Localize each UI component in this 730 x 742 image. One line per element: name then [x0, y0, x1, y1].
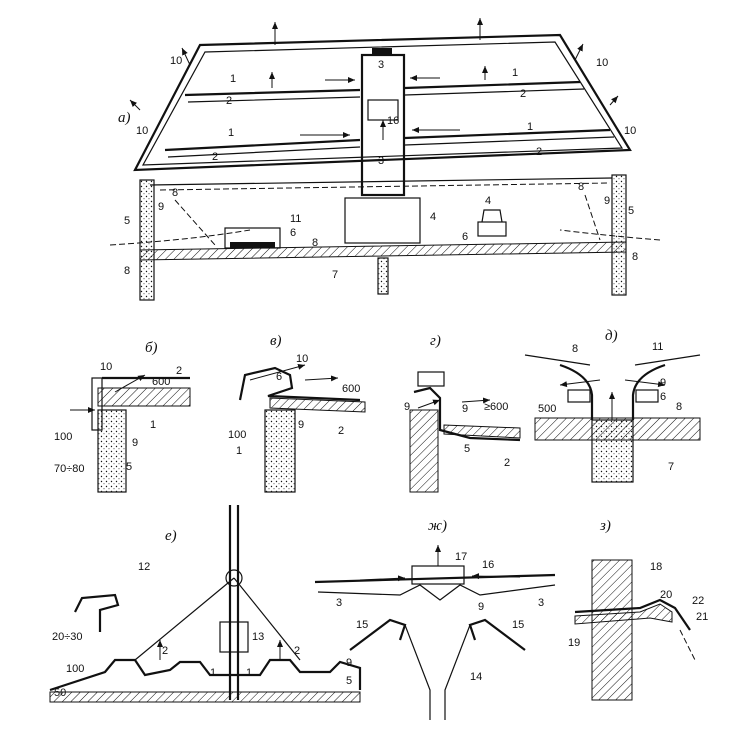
label-8: 8: [312, 237, 318, 249]
dim-100: 100: [228, 429, 246, 441]
label-15: 15: [356, 619, 368, 631]
label-16: 16: [482, 559, 494, 571]
label-1: 1: [527, 121, 533, 133]
label-12: 12: [138, 561, 150, 573]
label-21: 21: [696, 611, 708, 623]
label-8: 8: [172, 187, 178, 199]
panel-letter-a: а): [118, 110, 131, 126]
label-18: 18: [650, 561, 662, 573]
label-9: 9: [132, 437, 138, 449]
label-2: 2: [212, 151, 218, 163]
label-2: 2: [520, 88, 526, 100]
label-11: 11: [652, 341, 663, 353]
panel-letter-z: з): [599, 518, 611, 534]
dim-70-80: 70÷80: [54, 463, 85, 475]
label-17: 17: [455, 551, 467, 563]
dim-500: 500: [538, 403, 556, 415]
dim-600: 600: [152, 376, 170, 388]
label-8: 8: [572, 343, 578, 355]
label-6: 6: [462, 231, 468, 243]
label-7: 7: [668, 461, 674, 473]
label-1: 1: [210, 667, 216, 679]
label-8: 8: [676, 401, 682, 413]
label-8: 8: [124, 265, 130, 277]
label-2: 2: [176, 365, 182, 377]
label-10: 10: [596, 57, 608, 69]
label-9: 9: [604, 195, 610, 207]
label-3: 3: [336, 597, 342, 609]
label-19: 19: [568, 637, 580, 649]
label-15: 15: [512, 619, 524, 631]
label-5: 5: [346, 675, 352, 687]
label-9: 9: [158, 201, 164, 213]
label-2: 2: [338, 425, 344, 437]
dim-600-min: ≥600: [484, 401, 508, 413]
dim-50: 50: [54, 687, 66, 699]
label-2: 2: [162, 645, 168, 657]
panel-letter-b: б): [145, 340, 158, 356]
label-8: 8: [632, 251, 638, 263]
label-1: 1: [246, 667, 252, 679]
label-22: 22: [692, 595, 704, 607]
label-1: 1: [236, 445, 242, 457]
label-10: 10: [624, 125, 636, 137]
dim-100: 100: [66, 663, 84, 675]
label-9: 9: [346, 657, 352, 669]
label-13: 13: [252, 631, 264, 643]
label-3: 3: [538, 597, 544, 609]
label-10: 10: [100, 361, 112, 373]
label-14: 14: [470, 671, 482, 683]
panel-letter-d: д): [605, 328, 618, 344]
label-10: 10: [136, 125, 148, 137]
label-1: 1: [150, 419, 156, 431]
panel-b-detail: [70, 374, 191, 493]
label-9: 9: [462, 403, 468, 415]
panel-letter-v: в): [270, 333, 282, 349]
panel-zh-detail: [314, 545, 556, 720]
label-11: 11: [290, 213, 301, 225]
label-1: 1: [512, 67, 518, 79]
label-5: 5: [628, 205, 634, 217]
dim-600: 600: [342, 383, 360, 395]
panel-letter-zh: ж): [428, 518, 447, 534]
label-5: 5: [464, 443, 470, 455]
panel-a-building: [109, 18, 661, 301]
label-9: 9: [298, 419, 304, 431]
panel-letter-g: г): [430, 333, 441, 349]
panel-letter-e: е): [165, 528, 177, 544]
label-9: 9: [478, 601, 484, 613]
label-6: 6: [290, 227, 296, 239]
label-2: 2: [226, 95, 232, 107]
label-20: 20: [660, 589, 672, 601]
label-5: 5: [124, 215, 130, 227]
label-7: 7: [332, 269, 338, 281]
label-6: 6: [276, 371, 282, 383]
label-10: 10: [170, 55, 182, 67]
label-3: 3: [378, 155, 384, 167]
panel-z-detail: [574, 559, 696, 701]
dim-20-30: 20÷30: [52, 631, 83, 643]
panel-e-detail: [49, 505, 362, 703]
label-2: 2: [294, 645, 300, 657]
panel-g-detail: [409, 371, 521, 493]
label-1: 1: [228, 127, 234, 139]
label-4: 4: [485, 195, 491, 207]
label-2: 2: [536, 146, 542, 158]
panel-v-detail: [238, 363, 366, 493]
label-2: 2: [504, 457, 510, 469]
label-8: 8: [578, 181, 584, 193]
label-16: 16: [387, 115, 399, 127]
label-10: 10: [296, 353, 308, 365]
panel-d-detail: [524, 354, 701, 483]
label-6: 6: [660, 391, 666, 403]
label-3: 3: [378, 59, 384, 71]
dim-100: 100: [54, 431, 72, 443]
label-9: 9: [404, 401, 410, 413]
label-4: 4: [430, 211, 436, 223]
label-5: 5: [126, 461, 132, 473]
label-1: 1: [230, 73, 236, 85]
label-9: 9: [660, 377, 666, 389]
